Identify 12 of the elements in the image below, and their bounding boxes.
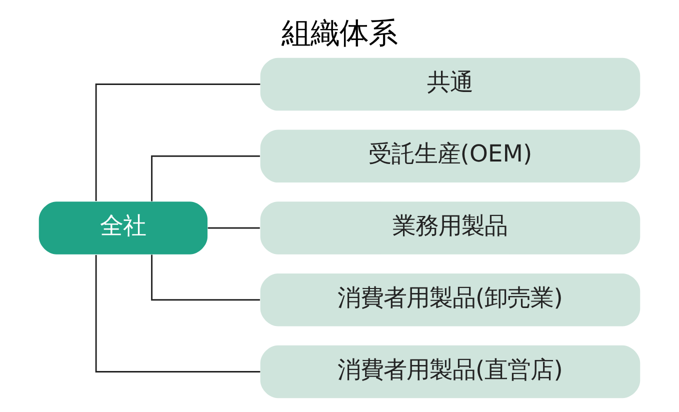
node-box: 共通 (260, 58, 640, 111)
connector (151, 254, 260, 301)
connector (151, 155, 260, 202)
node-box: 消費者用製品(卸売業) (260, 273, 640, 326)
node-box: 全社 (38, 202, 208, 254)
diagram-title: 組織体系 (282, 16, 398, 50)
node-box: 消費者用製品(直営店) (260, 345, 640, 398)
connector (208, 227, 260, 229)
connector (95, 255, 260, 372)
node-box: 業務用製品 (260, 202, 640, 254)
node-box: 受託生産(OEM) (260, 130, 640, 183)
connector (95, 84, 260, 201)
